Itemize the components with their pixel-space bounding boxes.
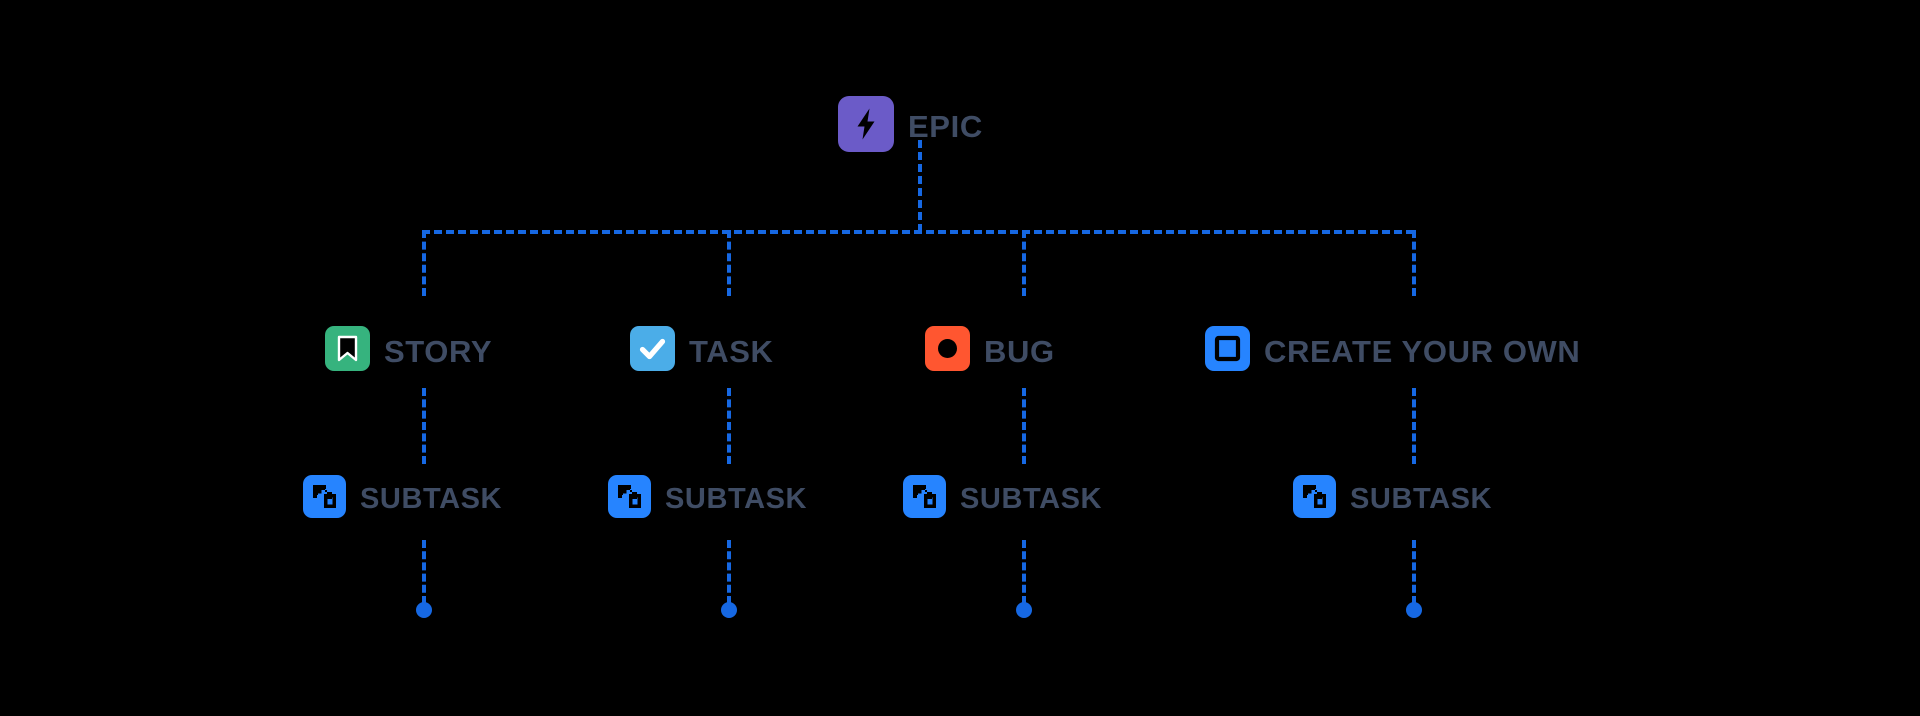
- connector-subtask-3-tail: [1022, 540, 1026, 604]
- node-task[interactable]: TASK: [630, 326, 774, 376]
- node-subtask-3[interactable]: SUBTASK: [903, 475, 1102, 523]
- connector-bar-to-bug: [1022, 230, 1026, 296]
- connector-story-to-subtask: [422, 388, 426, 464]
- connector-subtask-2-tail: [727, 540, 731, 604]
- task-check-icon: [630, 326, 675, 376]
- terminator-dot-3: [1016, 602, 1032, 618]
- node-create-your-own-label: CREATE YOUR OWN: [1264, 333, 1581, 369]
- subtask-blocks-icon: [608, 475, 651, 523]
- connector-subtask-4-tail: [1412, 540, 1416, 604]
- connector-task-to-subtask: [727, 388, 731, 464]
- terminator-dot-2: [721, 602, 737, 618]
- node-subtask-1[interactable]: SUBTASK: [303, 475, 502, 523]
- node-epic-label: EPIC: [908, 109, 983, 144]
- terminator-dot-4: [1406, 602, 1422, 618]
- connector-create-to-subtask: [1412, 388, 1416, 464]
- subtask-blocks-icon: [303, 475, 346, 523]
- node-bug[interactable]: BUG: [925, 326, 1055, 376]
- bug-circle-icon: [925, 326, 970, 376]
- story-bookmark-icon: [325, 326, 370, 376]
- connector-subtask-1-tail: [422, 540, 426, 604]
- connector-bar-to-task: [727, 230, 731, 296]
- node-subtask-1-label: SUBTASK: [360, 482, 503, 515]
- node-create-your-own[interactable]: CREATE YOUR OWN: [1205, 326, 1580, 376]
- node-task-label: TASK: [689, 333, 774, 369]
- node-bug-label: BUG: [984, 333, 1055, 369]
- create-square-icon: [1205, 326, 1250, 376]
- connector-bar-to-create-your-own: [1412, 230, 1416, 296]
- node-story-label: STORY: [384, 333, 493, 369]
- node-epic[interactable]: EPIC: [838, 96, 983, 157]
- subtask-blocks-icon: [903, 475, 946, 523]
- subtask-blocks-icon: [1293, 475, 1336, 523]
- terminator-dot-1: [416, 602, 432, 618]
- epic-lightning-icon: [838, 96, 894, 157]
- connector-distribution-bar: [422, 230, 1414, 234]
- node-subtask-4[interactable]: SUBTASK: [1293, 475, 1492, 523]
- node-subtask-4-label: SUBTASK: [1350, 482, 1493, 515]
- node-subtask-2-label: SUBTASK: [665, 482, 808, 515]
- node-story[interactable]: STORY: [325, 326, 492, 376]
- node-subtask-2[interactable]: SUBTASK: [608, 475, 807, 523]
- node-subtask-3-label: SUBTASK: [960, 482, 1103, 515]
- connector-bug-to-subtask: [1022, 388, 1026, 464]
- connector-bar-to-story: [422, 230, 426, 296]
